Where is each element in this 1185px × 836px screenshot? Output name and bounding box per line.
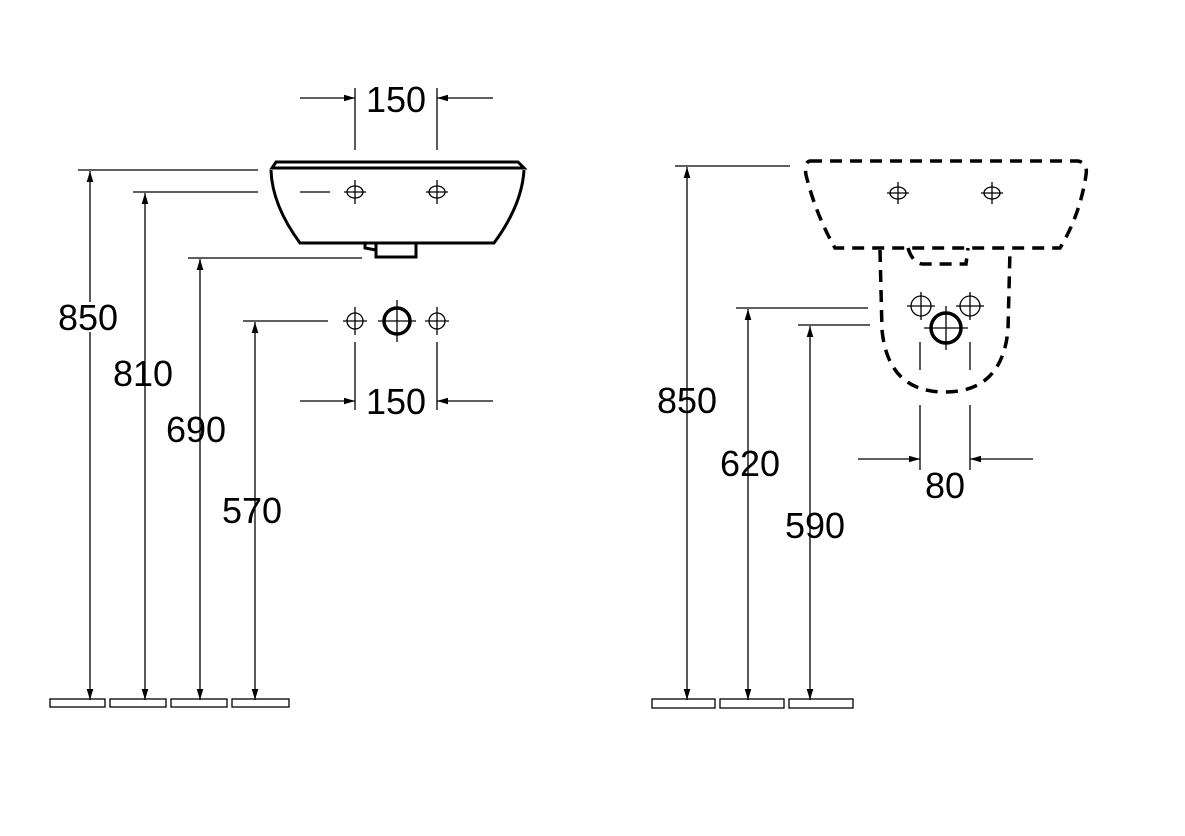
waste-hole-icon xyxy=(924,306,968,350)
dimension-80: 80 xyxy=(858,342,1033,506)
basin-outline xyxy=(269,160,528,259)
left-wall-basin-view: 150 150 850 810 690 570 xyxy=(49,79,528,708)
supply-hole-icon xyxy=(343,307,367,335)
tap-hole-icon xyxy=(426,180,448,204)
height-690-label: 690 xyxy=(166,409,226,450)
top-dimension-150: 150 xyxy=(300,79,493,150)
height-810-label: 810 xyxy=(113,353,173,394)
waste-hole-icon xyxy=(378,300,416,342)
supply-hole-icon xyxy=(907,292,935,320)
supply-hole-icon xyxy=(425,307,449,335)
supply-holes xyxy=(343,300,449,342)
supply-hole-icon xyxy=(956,292,984,320)
floor-line xyxy=(651,698,854,709)
height-850-label: 850 xyxy=(58,297,118,338)
right-pedestal-view: 80 850 620 590 xyxy=(651,159,1089,709)
dashed-basin-outline xyxy=(803,159,1089,394)
height-850-label: 850 xyxy=(657,380,717,421)
height-570-label: 570 xyxy=(222,490,282,531)
height-dimensions: 850 620 590 xyxy=(657,165,870,700)
height-620-label: 620 xyxy=(720,443,780,484)
height-590-label: 590 xyxy=(785,505,845,546)
tap-spacing-label: 150 xyxy=(366,79,426,120)
bottom-dimension-150: 150 xyxy=(300,342,493,422)
height-dimensions: 850 810 690 570 xyxy=(58,169,362,700)
tap-hole-icon xyxy=(344,180,366,204)
tap-hole-icon xyxy=(981,182,1003,204)
tap-hole-icon xyxy=(887,182,909,204)
floor-line xyxy=(49,698,290,708)
pedestal-spacing-label: 80 xyxy=(925,465,965,506)
supply-spacing-label: 150 xyxy=(366,381,426,422)
